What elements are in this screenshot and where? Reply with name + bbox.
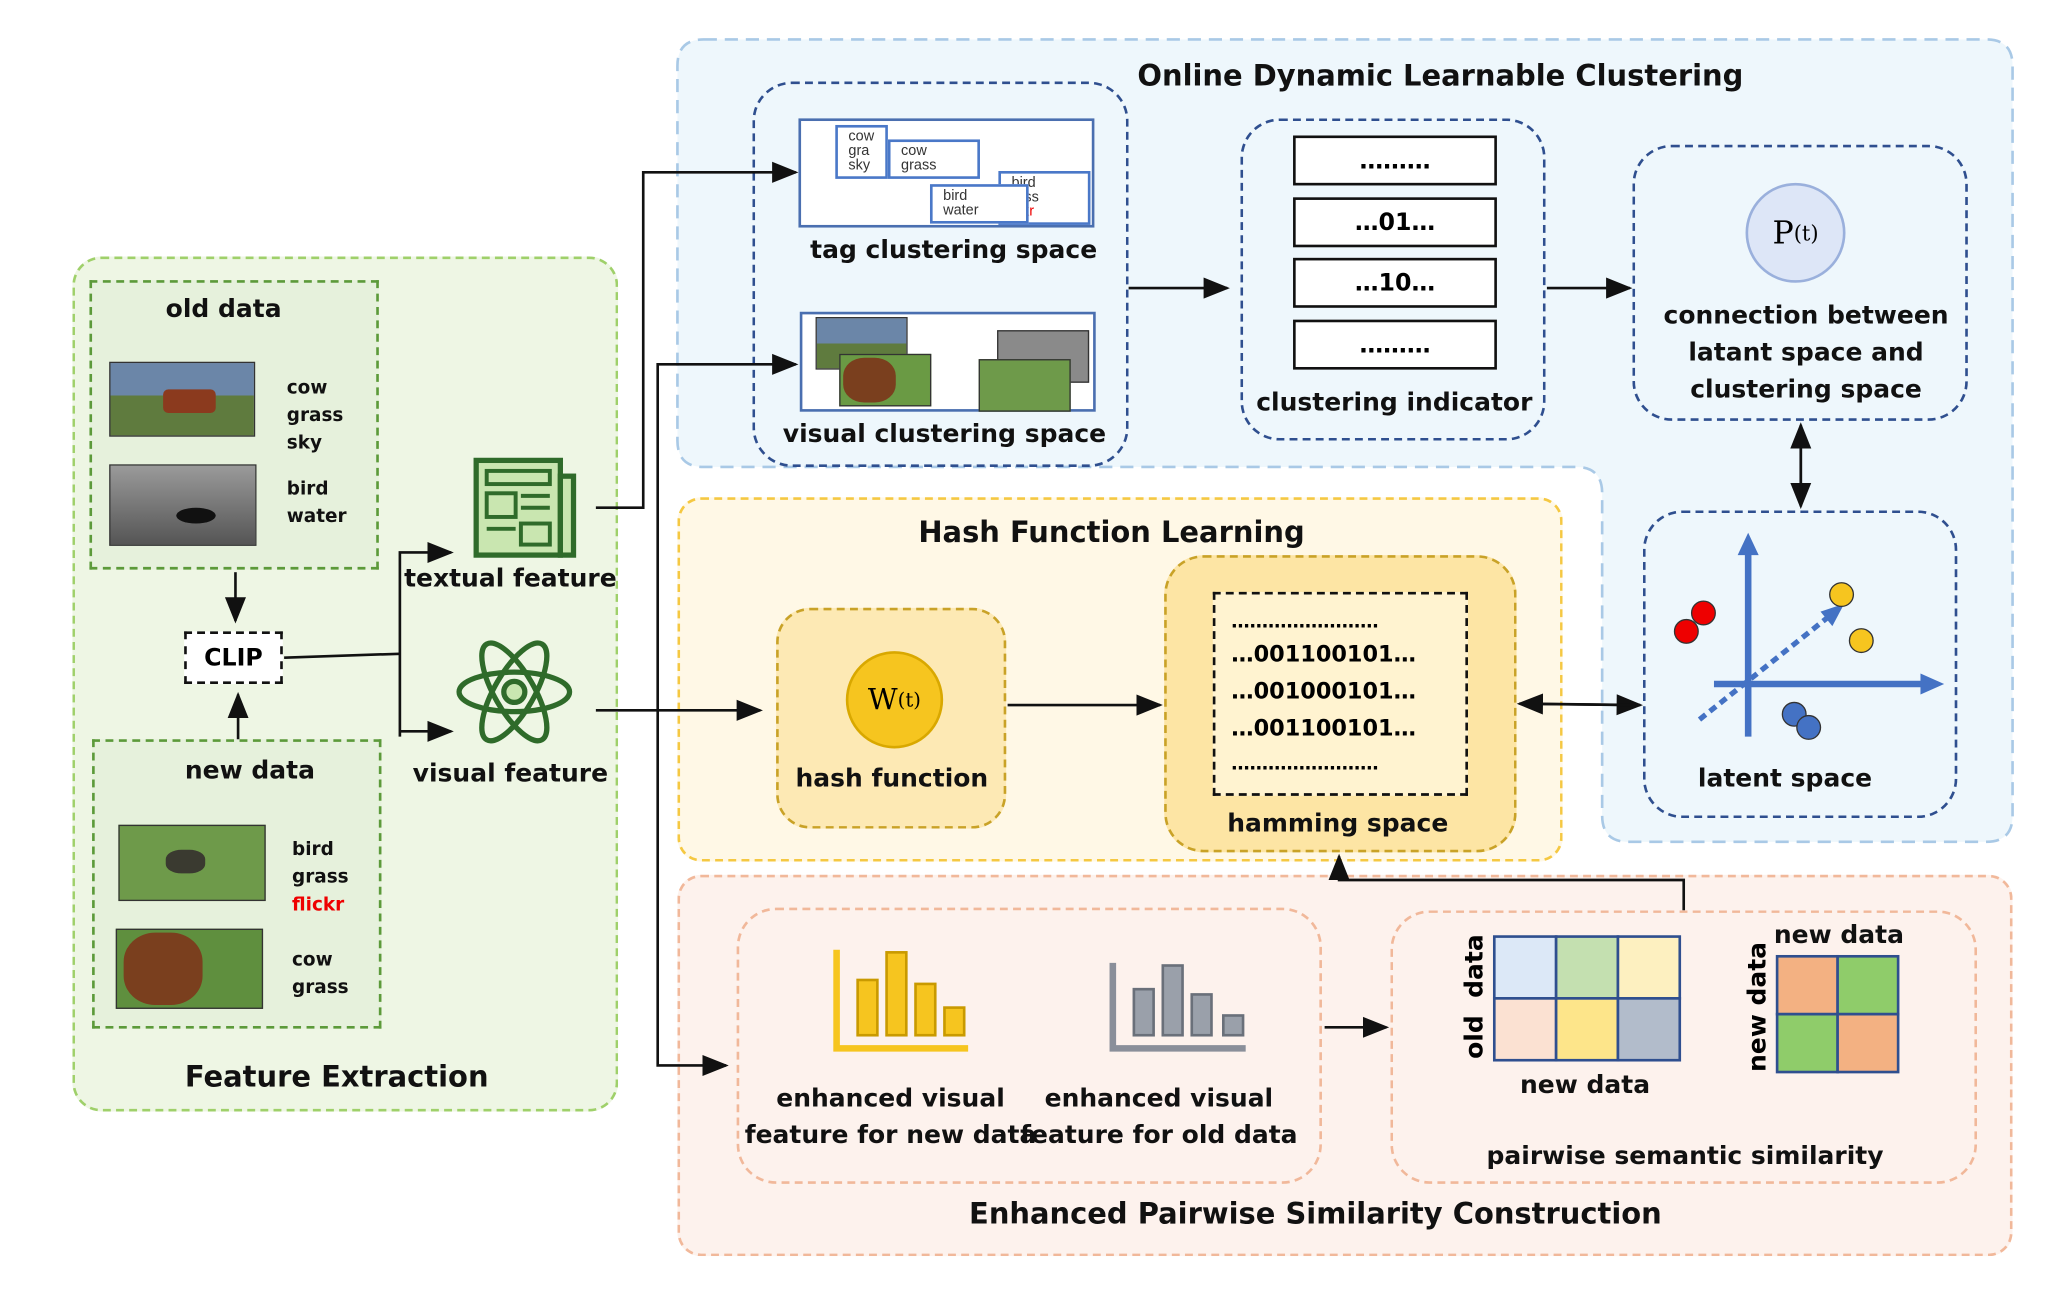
tag: grass [292,866,349,888]
atom-icon [456,640,573,744]
bar-chart-icon-gold [833,949,969,1052]
clip-label: CLIP [204,643,263,672]
bar-chart-icon-gray [1109,962,1246,1052]
cow-image [109,361,256,437]
visual-clustering-image [799,311,1096,412]
new-data-label: new data [184,756,315,786]
indicator-row: ……… [1293,319,1497,370]
calf-image [115,928,264,1009]
similarity-box [1390,910,1978,1184]
tag-flickr: flickr [292,894,345,916]
w-circle: W(t) [845,651,944,749]
visual-clustering-label: visual clustering space [782,419,1107,449]
tag: bird [292,839,334,861]
hash-code: …001100101… [1231,641,1416,669]
tag-clustering-label: tag clustering space [810,235,1098,265]
similarity-matrix-2 [1775,954,1900,1074]
hash-function-label: hash function [795,764,989,794]
hamming-space-label: hamming space [1227,808,1449,838]
newspaper-icon [473,457,577,558]
indicator-row: ……… [1293,135,1497,186]
hash-code: …001100101… [1231,715,1416,742]
hash-code: …………………… [1231,753,1379,775]
indicator-row: …10… [1293,257,1497,308]
latent-space-label: latent space [1697,764,1873,794]
swan-image [109,464,257,546]
clustering-indicator-box [1240,118,1546,441]
p-circle: P(t) [1745,182,1846,283]
visual-feature-label: visual feature [412,758,609,788]
hash-codes-box: …………………… …001100101… …001000101… …001100… [1212,591,1468,796]
hash-title: Hash Function Learning [918,516,1305,550]
hash-code: …………………… [1231,611,1379,633]
similarity-matrix-1 [1492,935,1682,1062]
similarity-label: pairwise semantic similarity [1486,1141,1884,1171]
latent-space-box [1642,510,1958,819]
tag: cow [292,949,333,971]
enhanced-feature-box [736,907,1322,1184]
hash-code: …001000101… [1231,678,1416,706]
tag: water [286,506,347,528]
tag: sky [286,432,322,454]
old-data-label: old data [165,294,282,324]
feature-extraction-title: Feature Extraction [184,1061,489,1095]
connection-box [1632,144,1968,421]
clustering-spaces-box [752,81,1129,467]
tag: grass [286,405,344,427]
tag: cow [286,377,328,399]
matrix1-col-label: new data [1520,1070,1651,1100]
pairwise-title: Enhanced Pairwise Similarity Constructio… [969,1198,1662,1232]
textual-feature-label: textual feature [404,564,617,594]
duck-image [118,824,266,902]
clustering-indicator-label: clustering indicator [1256,388,1533,417]
matrix2-col-label: new data [1773,920,1904,950]
indicator-row: …01… [1293,197,1497,248]
tag: bird [286,478,329,500]
clustering-title: Online Dynamic Learnable Clustering [1137,60,1744,94]
tag: grass [292,977,349,999]
clip-box: CLIP [184,631,283,685]
